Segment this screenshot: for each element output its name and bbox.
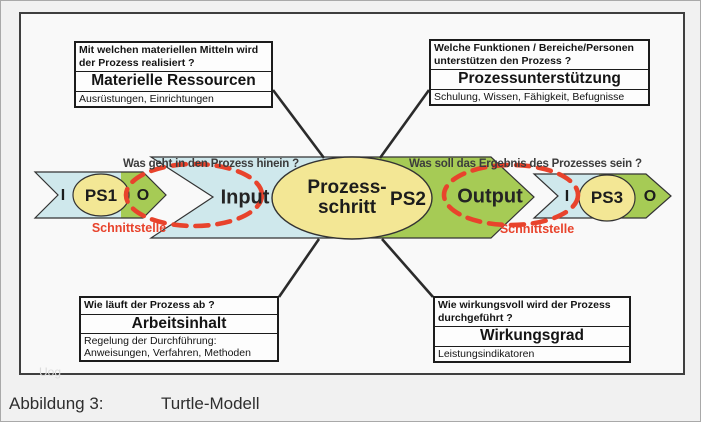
connector-bottom-left: [277, 238, 321, 298]
input-letter-left: I: [60, 187, 66, 204]
connector-bottom-right: [381, 238, 434, 298]
box-effectiveness: Wie wirkungsvoll wird der Prozess durchg…: [433, 296, 631, 363]
box-process-support-question: Welche Funktionen / Bereiche/Personen un…: [431, 41, 648, 71]
box-effectiveness-question: Wie wirkungsvoll wird der Prozess durchg…: [435, 298, 629, 328]
box-work-content-subtitle: Regelung der Durchführung: Anweisungen, …: [84, 335, 251, 360]
box-material-resources-subtitle: Ausrüstungen, Einrichtungen: [79, 92, 214, 105]
ps2-label: PS2: [390, 189, 426, 210]
ps1-ellipse: [72, 173, 130, 217]
box-material-resources-title: Materielle Ressourcen: [76, 72, 271, 92]
connector-top-left: [271, 89, 326, 159]
interface-ellipse-left: [123, 161, 265, 229]
process-step-ellipse: [271, 156, 433, 240]
turtle-right-outline: [532, 173, 672, 219]
process-step-label: Prozess- schritt: [307, 176, 387, 218]
process-step-line2: schritt: [317, 197, 377, 218]
question-input-text: Was geht in den Prozess hinein ?: [123, 158, 299, 170]
output-letter-right: O: [643, 188, 657, 205]
figure-caption-label: Abbildung 3:: [9, 394, 104, 413]
ps1-label: PS1: [84, 186, 118, 205]
box-process-support-subtitle: Schulung, Wissen, Fähigkeit, Befugnisse: [434, 90, 625, 103]
output-letter-left: O: [136, 187, 150, 204]
box-work-content-title: Arbeitsinhalt: [81, 315, 277, 335]
connector-top-right: [378, 89, 431, 159]
ps3-label: PS3: [590, 188, 624, 207]
box-material-resources-question: Mit welchen materiellen Mitteln wird der…: [76, 43, 271, 73]
box-work-content: Wie läuft der Prozess ab ? Arbeitsinhalt…: [79, 296, 279, 363]
input-letter-right: I: [564, 188, 570, 205]
box-effectiveness-title: Wirkungsgrad: [435, 327, 629, 347]
question-output-text: Was soll das Ergebnis des Prozesses sein…: [409, 158, 642, 170]
output-label: Output: [457, 185, 523, 208]
watermark-text: Uog: [39, 365, 62, 379]
interface-label-left: Schnittstelle: [91, 221, 167, 235]
box-material-resources: Mit welchen materiellen Mitteln wird der…: [74, 41, 273, 108]
process-band-outline: [148, 156, 535, 239]
interface-label-right: Schnittstelle: [499, 222, 575, 236]
box-process-support-title: Prozessunterstützung: [431, 70, 648, 90]
input-label: Input: [220, 186, 270, 209]
process-step-line1: Prozess-: [307, 176, 387, 198]
box-work-content-question: Wie läuft der Prozess ab ?: [81, 298, 277, 315]
box-effectiveness-subtitle: Leistungsindikatoren: [438, 347, 535, 360]
box-process-support: Welche Funktionen / Bereiche/Personen un…: [429, 39, 650, 106]
interface-ellipse-right: [441, 162, 581, 228]
figure-caption-title: Turtle-Modell: [161, 394, 260, 413]
